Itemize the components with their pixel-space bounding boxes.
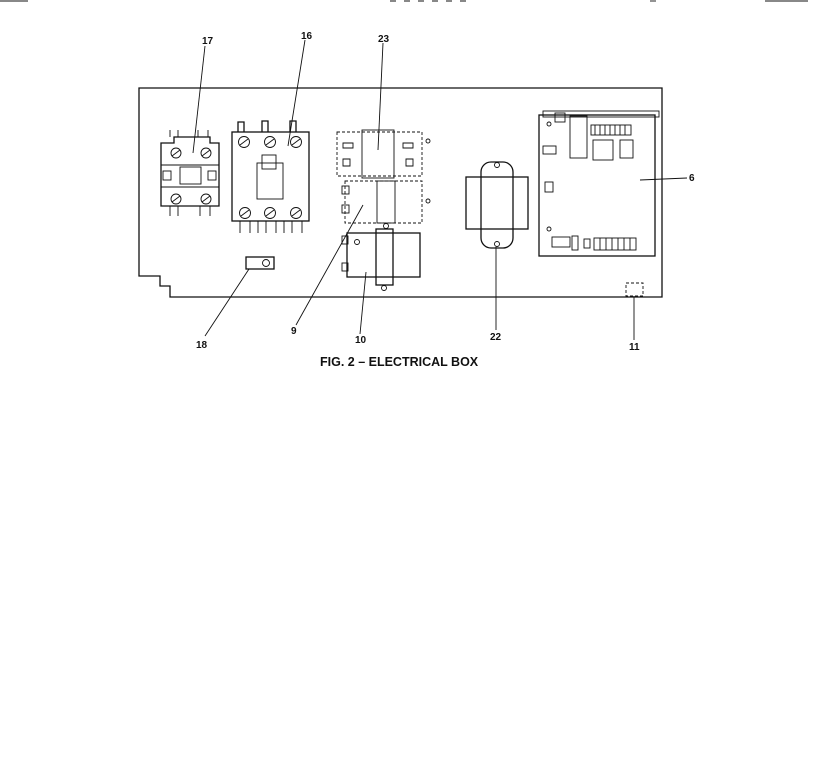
callout-22: 22 xyxy=(490,332,502,343)
callout-23: 23 xyxy=(378,34,390,45)
terminal-11 xyxy=(625,282,644,297)
panel-outline xyxy=(138,87,663,298)
relay-23 xyxy=(336,129,431,179)
callout-18: 18 xyxy=(196,340,208,351)
callout-11: 11 xyxy=(629,342,640,353)
transformer-22 xyxy=(465,161,529,249)
callout-6: 6 xyxy=(689,173,695,184)
callout-16: 16 xyxy=(301,31,313,42)
ground-lug-18 xyxy=(245,256,275,270)
contactor-16 xyxy=(231,120,310,233)
control-board-6 xyxy=(538,110,660,257)
relay-9 xyxy=(341,180,431,229)
transformer-10 xyxy=(341,228,421,291)
callout-10: 10 xyxy=(355,335,367,346)
leader-lines xyxy=(192,39,688,340)
callout-9: 9 xyxy=(291,326,297,337)
callout-17: 17 xyxy=(202,36,214,47)
figure-caption: FIG. 2 – ELECTRICAL BOX xyxy=(320,355,479,369)
contactor-17 xyxy=(160,130,220,216)
